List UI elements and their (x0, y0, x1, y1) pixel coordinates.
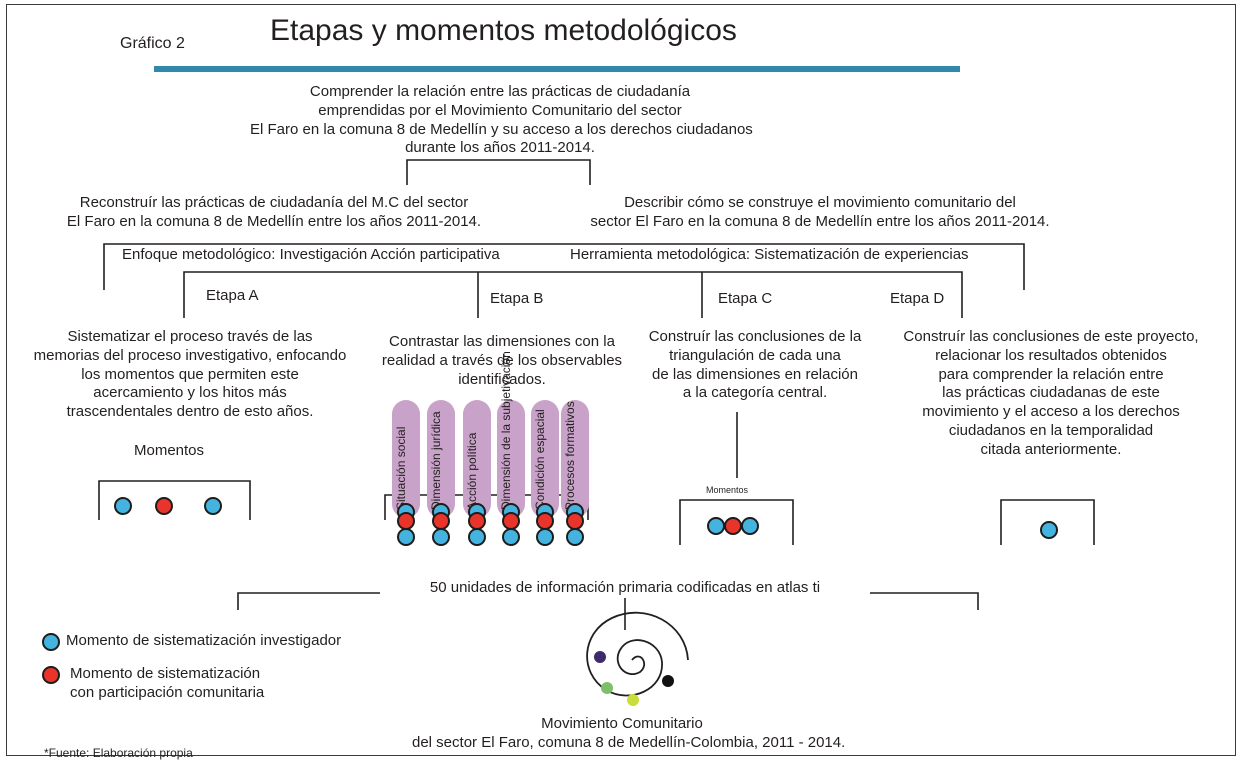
stage-text-line: citada anteriormente. (980, 440, 1122, 458)
dimension-pill (427, 400, 455, 518)
moment-blue-dot (707, 517, 725, 535)
footer-line: Movimiento Comunitario (541, 715, 703, 732)
moment-red-dot (724, 517, 742, 535)
moments-c-box (679, 499, 794, 545)
moment-blue-dot (566, 528, 584, 546)
dimension-label: Procesos formativos (563, 401, 577, 510)
general-objective-line: durante los años 2011-2014. (405, 139, 595, 157)
moment-red-dot (155, 497, 173, 515)
stage-text-line: identificados. (458, 370, 546, 388)
dimension-label: Dimensión de la subjetivación (499, 351, 513, 510)
footer-line: del sector El Faro, comuna 8 de Medellín… (412, 733, 846, 751)
objective-line: Describir cómo se construye el movimient… (624, 194, 1016, 211)
dimension-label: Dimensión jurídica (429, 411, 443, 510)
general-objective-line: El Faro en la comuna 8 de Medellín y su … (250, 120, 753, 138)
stage-text-line: relacionar los resultados obtenidos (935, 346, 1167, 364)
dimension-label: Acción política (465, 432, 479, 510)
source-note: *Fuente: Elaboración propia (44, 746, 193, 760)
objective-line: El Faro en la comuna 8 de Medellín entre… (66, 212, 482, 230)
objective-bracket (406, 159, 591, 185)
stage-text-line: ciudadanos en la temporalidad (948, 421, 1154, 439)
dimension-pill (497, 400, 525, 518)
figure-label: Gráfico 2 (120, 35, 185, 52)
approach-bracket (103, 243, 1025, 290)
specific-objective-right: Describir cómo se construye el movimient… (560, 194, 1080, 232)
title-underline (154, 66, 960, 72)
general-objective-line: Comprender la relación entre las práctic… (309, 83, 691, 100)
stage-d-label: Etapa D (890, 290, 945, 307)
moment-blue-dot (468, 528, 486, 546)
dimension-pill (463, 400, 491, 518)
moments-d-box (1000, 499, 1095, 545)
legend-red-label: Momento de sistematización con participa… (70, 665, 264, 703)
stage-text-line: acercamiento y los hitos más (93, 384, 287, 402)
stage-c-label: Etapa C (718, 290, 773, 307)
stage-c-text: Construír las conclusiones de la triangu… (630, 328, 880, 403)
stage-text-line: para comprender la relación entre (938, 365, 1164, 383)
moment-blue-dot (204, 497, 222, 515)
spiral-icon (586, 611, 689, 697)
stage-text-line: las prácticas ciudadanas de este (942, 384, 1160, 402)
stage-text-line: Sistematizar el proceso través de las (67, 328, 313, 345)
moment-blue-dot (502, 528, 520, 546)
stage-a-text: Sistematizar el proceso través de las me… (10, 328, 370, 422)
moment-blue-dot (741, 517, 759, 535)
stage-text-line: de las dimensiones en relación (652, 365, 858, 383)
stage-text-line: movimiento y el acceso a los derechos (922, 403, 1180, 420)
dimension-label: Situación social (394, 426, 408, 510)
figure-frame (6, 4, 1236, 756)
moment-blue-dot (114, 497, 132, 515)
stage-b-label: Etapa B (490, 290, 544, 307)
stages-bracket (183, 271, 963, 318)
stage-d-text: Construír las conclusiones de este proye… (876, 328, 1226, 459)
methodological-approach: Enfoque metodológico: Investigación Acci… (118, 246, 504, 265)
stage-text-line: triangulación de cada una (669, 346, 841, 364)
stage-text-line: Contrastar las dimensiones con la (389, 333, 615, 350)
dimension-pill (392, 400, 420, 518)
moment-blue-dot (397, 528, 415, 546)
objective-line: sector El Faro en la comuna 8 de Medellí… (590, 212, 1050, 230)
moments-a-box (98, 480, 251, 520)
general-objective-line: emprendidas por el Movimiento Comunitari… (318, 101, 682, 119)
general-objective: Comprender la relación entre las práctic… (250, 83, 753, 158)
units-text: 50 unidades de información primaria codi… (380, 579, 870, 598)
stage-text-line: realidad a través de los observables (381, 351, 623, 369)
stage-text-line: los momentos que permiten este (81, 365, 299, 383)
moment-blue-dot (1040, 521, 1058, 539)
stage-b-text: Contrastar las dimensiones con la realid… (366, 333, 638, 389)
moments-label-a: Momentos (134, 442, 205, 459)
footer-caption: Movimiento Comunitario del sector El Far… (412, 715, 846, 753)
dimension-label: Condición espacial (533, 409, 547, 510)
specific-objective-left: Reconstruír las prácticas de ciudadanía … (44, 194, 504, 232)
methodological-tool: Herramienta metodológica: Sistematizació… (566, 246, 973, 265)
stage-text-line: Construír las conclusiones de este proye… (903, 328, 1199, 345)
stage-text-line: Construír las conclusiones de la (648, 328, 862, 345)
stage-a-label: Etapa A (206, 287, 259, 304)
stage-text-line: a la categoría central. (682, 384, 828, 402)
moments-label-c: Momentos (706, 485, 749, 495)
legend-blue-dot (42, 633, 60, 651)
dimension-pill (561, 400, 589, 518)
stage-text-line: trascendentales dentro de esto años. (66, 403, 314, 420)
dimension-pill (531, 400, 559, 518)
moment-blue-dot (432, 528, 450, 546)
page-title: Etapas y momentos metodológicos (270, 14, 737, 47)
legend-red-line: con participación comunitaria (70, 683, 265, 701)
objective-line: Reconstruír las prácticas de ciudadanía … (79, 194, 469, 211)
moment-blue-dot (536, 528, 554, 546)
legend-blue-label: Momento de sistematización investigador (66, 632, 342, 649)
legend-red-dot (42, 666, 60, 684)
stage-text-line: memorias del proceso investigativo, enfo… (33, 346, 347, 364)
legend-red-line: Momento de sistematización (70, 665, 261, 682)
